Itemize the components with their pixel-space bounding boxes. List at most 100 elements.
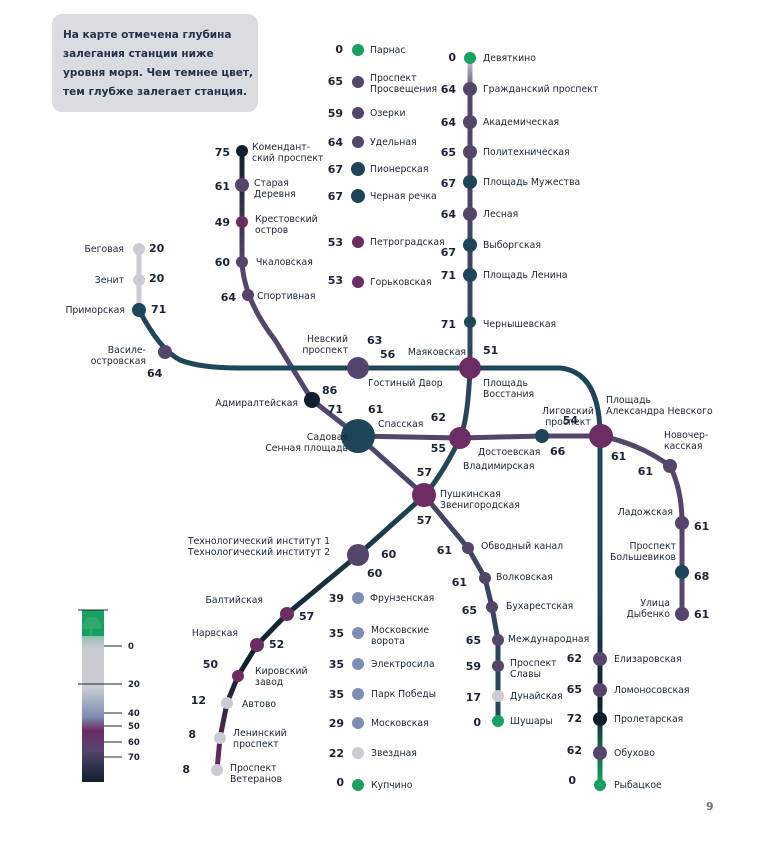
station-name-shushary: Шушары [510, 716, 553, 727]
station-marker-pllenina [463, 268, 477, 282]
station-marker-primor [132, 303, 146, 317]
station-marker-tekhinst [347, 544, 369, 566]
station-depth-shushary: 0 [473, 716, 481, 729]
station-depth-parkpob: 35 [329, 688, 344, 701]
station-marker-parkpob [352, 688, 364, 700]
station-name-gostdvor: Гостиный Двор [368, 378, 443, 389]
station-depth-sennaya: 71 [328, 403, 343, 416]
station-name-chkalov: Чкаловская [256, 257, 313, 268]
line-3 [136, 249, 603, 785]
station-marker-mezhdun [492, 634, 504, 646]
station-marker-prvet [211, 764, 223, 776]
station-depth-pushk: 57 [417, 466, 432, 479]
station-marker-proletar [593, 712, 607, 726]
station-depth-plmuzh: 67 [441, 177, 456, 190]
station-depth-moskvor: 35 [329, 627, 344, 640]
station-marker-rybats [594, 779, 606, 791]
legend-tick-60: 60 [128, 738, 140, 748]
station-depth-komend: 75 [215, 146, 230, 159]
station-marker-politekh [463, 145, 477, 159]
station-name-politekh: Политехническая [483, 147, 570, 158]
legend-tick-20: 20 [128, 680, 140, 690]
station-marker-sportiv [242, 289, 254, 301]
station-marker-chernrech [351, 189, 365, 203]
station-depth-vasil: 64 [147, 367, 163, 380]
station-name-dostoev: Достоевская [478, 447, 540, 458]
station-name-chernrech: Черная речка [370, 191, 437, 202]
station-depth-pllenina: 71 [441, 269, 456, 282]
legend-tick-0: 0 [128, 642, 134, 652]
station-depth-mezhdun: 65 [466, 634, 481, 647]
station-marker-stderev [235, 178, 249, 192]
info-note-text: На карте отмечена глубина залегания стан… [63, 29, 253, 98]
station-name-plmuzh: Площадь Мужества [483, 177, 580, 188]
station-name-novocherk: Новочер-касская [664, 430, 708, 452]
station-depth-plaln: 54 [563, 414, 579, 427]
station-depth-parnas: 0 [335, 43, 343, 56]
station-depth-kupch: 0 [336, 776, 344, 789]
station-marker-ligov [535, 429, 549, 443]
station-marker-leninpr [214, 732, 226, 744]
station-marker-lomon [593, 683, 607, 697]
station-depth-rybats: 0 [568, 774, 576, 787]
station-depth-sportiv: 64 [221, 291, 237, 304]
station-marker-obvkan [462, 542, 474, 554]
station-name-zvezd: Звездная [371, 748, 417, 759]
station-depth-chernysh: 71 [441, 318, 456, 331]
station-name-primor: Приморская [65, 305, 125, 316]
station-name-ozerki: Озерки [370, 108, 406, 119]
station-marker-shushary [492, 715, 504, 727]
station-depth-vladim: 55 [431, 442, 446, 455]
station-marker-vladim [449, 427, 471, 449]
depth-legend: 0 20 40 50 60 70 [78, 609, 140, 782]
station-name-volkov: Волковская [496, 572, 553, 583]
stations [132, 44, 689, 791]
station-depth-begov: 20 [149, 242, 165, 255]
station-marker-sennaya [341, 419, 375, 453]
station-depth-dostoev: 62 [431, 411, 446, 424]
station-marker-krestov [236, 216, 248, 228]
station-marker-chkalov [236, 256, 248, 268]
line-2 [214, 58, 473, 771]
station-depth-nevsky: 63 [367, 334, 382, 347]
page-number: 9 [706, 800, 714, 813]
station-depth-politekh: 65 [441, 146, 456, 159]
station-depth-narvsk: 52 [269, 638, 284, 651]
station-depth-proletar: 72 [567, 712, 582, 725]
station-name-moskov: Московская [371, 718, 429, 729]
station-marker-prslavy [492, 660, 504, 672]
station-marker-ozerki [352, 107, 364, 119]
station-depth-ladozh: 61 [694, 520, 709, 533]
station-marker-devyat [464, 52, 476, 64]
station-marker-novocherk [663, 459, 677, 473]
station-marker-begov [133, 243, 145, 255]
station-name-mezhdun: Международная [508, 634, 589, 645]
station-marker-admir [304, 392, 320, 408]
station-marker-akadem [463, 115, 477, 129]
station-name-mayak: Маяковская [408, 347, 466, 358]
station-name-kupch: Купчино [371, 780, 413, 791]
station-depth-chernrech: 67 [328, 190, 343, 203]
station-marker-frunz [352, 592, 364, 604]
station-marker-petrogr [352, 236, 364, 248]
station-marker-plaln [589, 424, 613, 448]
station-marker-parnas [352, 44, 364, 56]
station-marker-prosv [352, 76, 364, 88]
station-depth-akadem: 64 [441, 116, 457, 129]
station-marker-elizar [593, 652, 607, 666]
station-marker-grazhd [463, 82, 477, 96]
station-marker-moskov [352, 717, 364, 729]
station-name-pioner: Пионерская [370, 164, 428, 175]
station-depth-dybenko: 61 [694, 608, 709, 621]
station-depth-vyborg: 67 [441, 246, 456, 259]
station-name-parnas: Парнас [370, 45, 405, 56]
station-depth-stderev: 61 [215, 180, 230, 193]
